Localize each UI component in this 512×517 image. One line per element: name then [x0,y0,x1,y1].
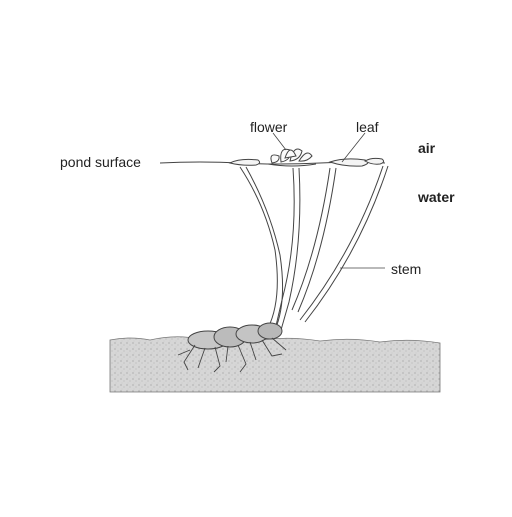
floating-leaf-right [328,158,369,167]
label-water: water [418,189,455,205]
stems [239,165,389,331]
floating-leaf-far [363,157,385,165]
floating-leaf-left [228,158,261,166]
label-leaf: leaf [356,119,379,135]
rhizome [187,322,283,350]
leader-lines [272,132,385,269]
pond-sediment [109,336,441,393]
roots [177,337,287,373]
label-flower: flower [250,119,288,135]
label-pond-surface: pond surface [60,154,141,170]
label-air: air [418,140,436,156]
label-stem: stem [391,261,422,277]
lily-flower [267,148,317,167]
